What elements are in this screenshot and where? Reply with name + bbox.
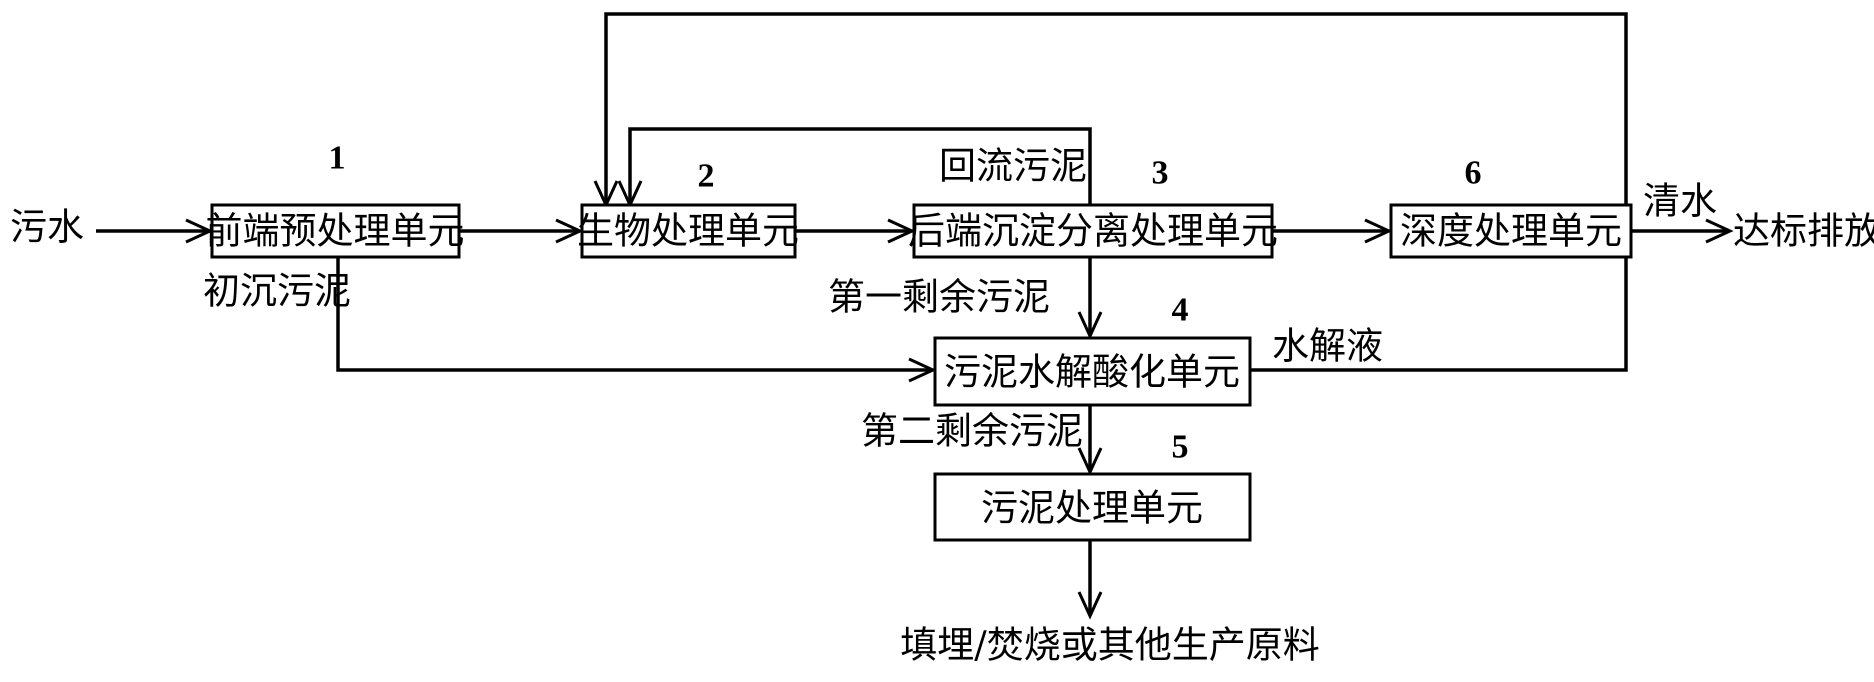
- edge-return-sludge: [628, 127, 1092, 205]
- arrowhead: [1077, 591, 1103, 620]
- edge-hydrolysate: [604, 12, 1628, 372]
- arrowhead: [908, 357, 937, 383]
- unit-3-label: 后端沉淀分离处理单元: [908, 210, 1278, 253]
- unit-2-label: 生物处理单元: [577, 210, 799, 253]
- second-excess-sludge-label: 第二剩余污泥: [861, 410, 1083, 453]
- unit-1-label: 前端预处理单元: [206, 210, 465, 253]
- arrowhead: [555, 218, 584, 244]
- final-disposal-label: 填埋/焚烧或其他生产原料: [900, 624, 1319, 667]
- hydrolysate-label: 水解液: [1272, 325, 1383, 368]
- arrowhead: [185, 218, 214, 244]
- unit-6-number: 6: [1465, 155, 1482, 192]
- arrowhead: [887, 218, 916, 244]
- clear-water-label: 清水: [1643, 180, 1717, 223]
- unit-2-number: 2: [698, 158, 715, 195]
- arrowhead: [1364, 218, 1393, 244]
- first-excess-sludge-label: 第一剩余污泥: [828, 276, 1050, 319]
- unit-4-box: [933, 336, 1252, 407]
- unit-5-number: 5: [1172, 429, 1189, 466]
- unit-3-box: [912, 203, 1274, 259]
- output-label: 达标排放: [1733, 210, 1874, 253]
- primary-sludge-label: 初沉污泥: [203, 270, 351, 313]
- input-label: 污水: [10, 206, 84, 249]
- unit-1-box: [210, 203, 461, 259]
- unit-2-box: [580, 203, 797, 259]
- edge-unit1-to-unit4: [336, 257, 931, 372]
- unit-6-label: 深度处理单元: [1400, 210, 1622, 253]
- unit-6-box: [1389, 203, 1633, 259]
- unit-5-label: 污泥处理单元: [981, 487, 1203, 530]
- unit-5-box: [933, 472, 1252, 542]
- unit-3-number: 3: [1152, 155, 1169, 192]
- unit-4-number: 4: [1172, 292, 1189, 329]
- unit-1-number: 1: [329, 140, 346, 177]
- arrowhead: [1705, 218, 1734, 244]
- unit-4-label: 污泥水解酸化单元: [944, 351, 1240, 394]
- return-sludge-label: 回流污泥: [939, 145, 1087, 188]
- arrowhead: [1077, 311, 1103, 340]
- arrowhead: [1077, 447, 1103, 476]
